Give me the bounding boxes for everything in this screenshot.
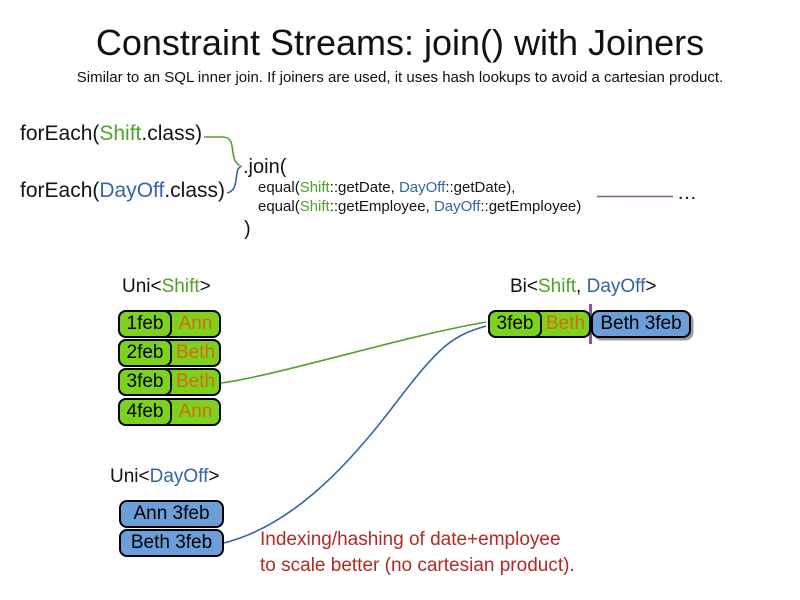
code-text: equal( bbox=[258, 198, 300, 215]
dayoff-class-token: DayOff bbox=[99, 179, 165, 202]
shift-type-token: Shift bbox=[161, 276, 200, 297]
indexing-note-line1: Indexing/hashing of date+employee bbox=[260, 529, 561, 550]
dayoff-row-beth: Beth 3feb bbox=[119, 529, 224, 557]
label-text: > bbox=[645, 276, 657, 297]
code-foreach-shift: forEach(Shift.class) bbox=[20, 122, 202, 146]
dayoff-type-token: DayOff bbox=[149, 466, 209, 487]
label-text: Uni< bbox=[110, 466, 150, 487]
employee-cell: Beth bbox=[175, 371, 216, 392]
slide-title: Constraint Streams: join() with Joiners bbox=[95, 22, 705, 63]
dayoff-row-ann: Ann 3feb bbox=[119, 500, 224, 528]
code-text: .class) bbox=[164, 179, 226, 202]
code-text: forEach( bbox=[20, 122, 100, 145]
date-cell: 3feb bbox=[118, 368, 172, 396]
code-text: .class) bbox=[141, 122, 203, 145]
more-joiners-ellipsis: … bbox=[677, 182, 697, 204]
date-cell: 1feb bbox=[118, 310, 172, 338]
code-equal-date: equal(Shift::getDate, DayOff::getDate), bbox=[258, 179, 515, 196]
employee-cell: Beth bbox=[175, 342, 216, 363]
brace-bottom-blue-line bbox=[226, 165, 242, 194]
shift-join-curve bbox=[220, 321, 487, 384]
code-text: equal( bbox=[258, 179, 300, 196]
employee-cell: Beth bbox=[545, 313, 586, 334]
dayoff-class-token: DayOff bbox=[433, 198, 481, 215]
employee-cell: Ann bbox=[178, 401, 213, 422]
brace-top-green-line bbox=[204, 136, 240, 167]
shift-row-1feb: 1feb Ann bbox=[118, 310, 221, 338]
dayoff-class-token: DayOff bbox=[398, 179, 446, 196]
shift-class-token: Shift bbox=[299, 179, 330, 196]
code-text: ::getEmployee) bbox=[480, 198, 582, 215]
code-equal-employee: equal(Shift::getEmployee, DayOff::getEmp… bbox=[258, 198, 581, 215]
code-text: forEach( bbox=[20, 179, 100, 202]
label-text: Bi< bbox=[510, 276, 538, 297]
code-join-close: ) bbox=[244, 218, 251, 240]
dayoff-type-token: DayOff bbox=[586, 276, 646, 297]
employee-cell: Ann bbox=[178, 313, 213, 334]
label-text: , bbox=[576, 276, 587, 297]
code-join-open: .join( bbox=[243, 156, 287, 178]
label-text: Uni< bbox=[122, 276, 162, 297]
slide-subtitle: Similar to an SQL inner join. If joiners… bbox=[76, 69, 724, 86]
shift-row-2feb: 2feb Beth bbox=[118, 339, 221, 367]
code-foreach-dayoff: forEach(DayOff.class) bbox=[20, 179, 225, 203]
code-text: ::getDate), bbox=[445, 179, 516, 196]
dayoff-join-curve bbox=[223, 325, 487, 544]
shift-type-token: Shift bbox=[538, 276, 577, 297]
uni-dayoff-label: Uni<DayOff> bbox=[110, 466, 220, 488]
uni-shift-label: Uni<Shift> bbox=[122, 276, 211, 298]
label-text: > bbox=[199, 276, 211, 297]
bi-row-dayoff-part: Beth 3feb bbox=[591, 310, 691, 338]
shift-class-token: Shift bbox=[299, 198, 330, 215]
shift-row-4feb: 4feb Ann bbox=[118, 398, 221, 426]
bi-row-shift-part: 3feb Beth bbox=[488, 310, 591, 338]
indexing-note: Indexing/hashing of date+employee to sca… bbox=[260, 527, 575, 579]
code-text: ::getEmployee, bbox=[329, 198, 434, 215]
shift-class-token: Shift bbox=[99, 122, 142, 145]
indexing-note-line2: to scale better (no cartesian product). bbox=[260, 555, 575, 576]
date-cell: 3feb bbox=[488, 310, 542, 338]
date-cell: 4feb bbox=[118, 398, 172, 426]
shift-row-3feb: 3feb Beth bbox=[118, 368, 221, 396]
label-text: > bbox=[208, 466, 220, 487]
date-cell: 2feb bbox=[118, 339, 172, 367]
code-text: ::getDate, bbox=[329, 179, 399, 196]
bi-label: Bi<Shift, DayOff> bbox=[510, 276, 656, 298]
